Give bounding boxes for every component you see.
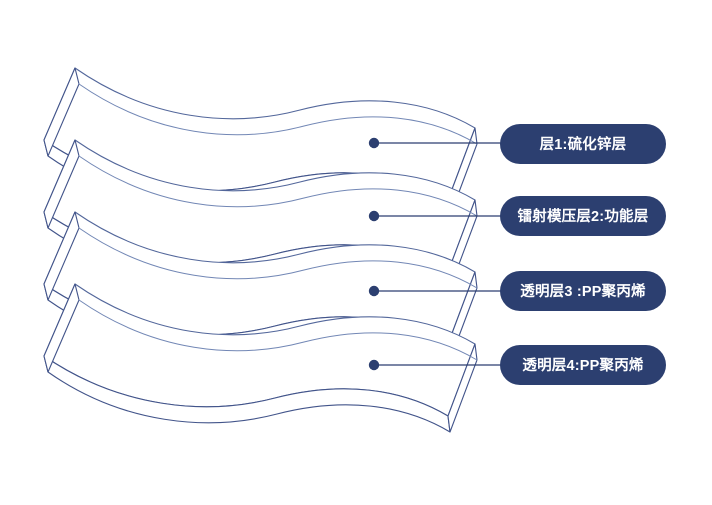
sheet-left-end-cap (43, 139, 80, 229)
label-pill-text-4: 透明层4:PP聚丙烯 (522, 356, 644, 374)
layer-label-1[interactable]: 层1:硫化锌层 (500, 124, 666, 164)
layer-label-4[interactable]: 透明层4:PP聚丙烯 (500, 345, 666, 385)
label-pill-text-2: 镭射模压层2:功能层 (518, 207, 649, 225)
leader-dot-3 (368, 285, 380, 297)
sheet-left-end-cap (43, 67, 80, 157)
leader-lines-group (368, 137, 505, 371)
sheet-left-end-cap (43, 211, 80, 301)
sheet-layer-4 (43, 283, 478, 433)
leader-1 (368, 137, 505, 149)
leader-3 (368, 285, 505, 297)
label-pill-background-2[interactable] (500, 196, 666, 236)
label-pill-background-3[interactable] (500, 271, 666, 311)
leader-dot-1 (368, 137, 380, 149)
label-pill-text-1: 层1:硫化锌层 (540, 135, 627, 153)
leader-4 (368, 359, 505, 371)
sheet-left-end-cap (43, 283, 80, 373)
label-pill-background-1[interactable] (500, 124, 666, 164)
label-pill-background-4[interactable] (500, 345, 666, 385)
leader-dot-4 (368, 359, 380, 371)
layer-label-3[interactable]: 透明层3 :PP聚丙烯 (500, 271, 666, 311)
leader-dot-2 (368, 210, 380, 222)
sheet-crease-line (78, 227, 478, 289)
sheet-crease-line (78, 155, 478, 217)
label-pill-text-3: 透明层3 :PP聚丙烯 (520, 282, 646, 300)
leader-2 (368, 210, 505, 222)
sheet-right-end-cap (447, 343, 478, 433)
sheet-crease-line (78, 83, 478, 145)
layer-label-2[interactable]: 镭射模压层2:功能层 (500, 196, 666, 236)
sheet-crease-line (78, 299, 478, 361)
sheets-group (43, 67, 478, 433)
